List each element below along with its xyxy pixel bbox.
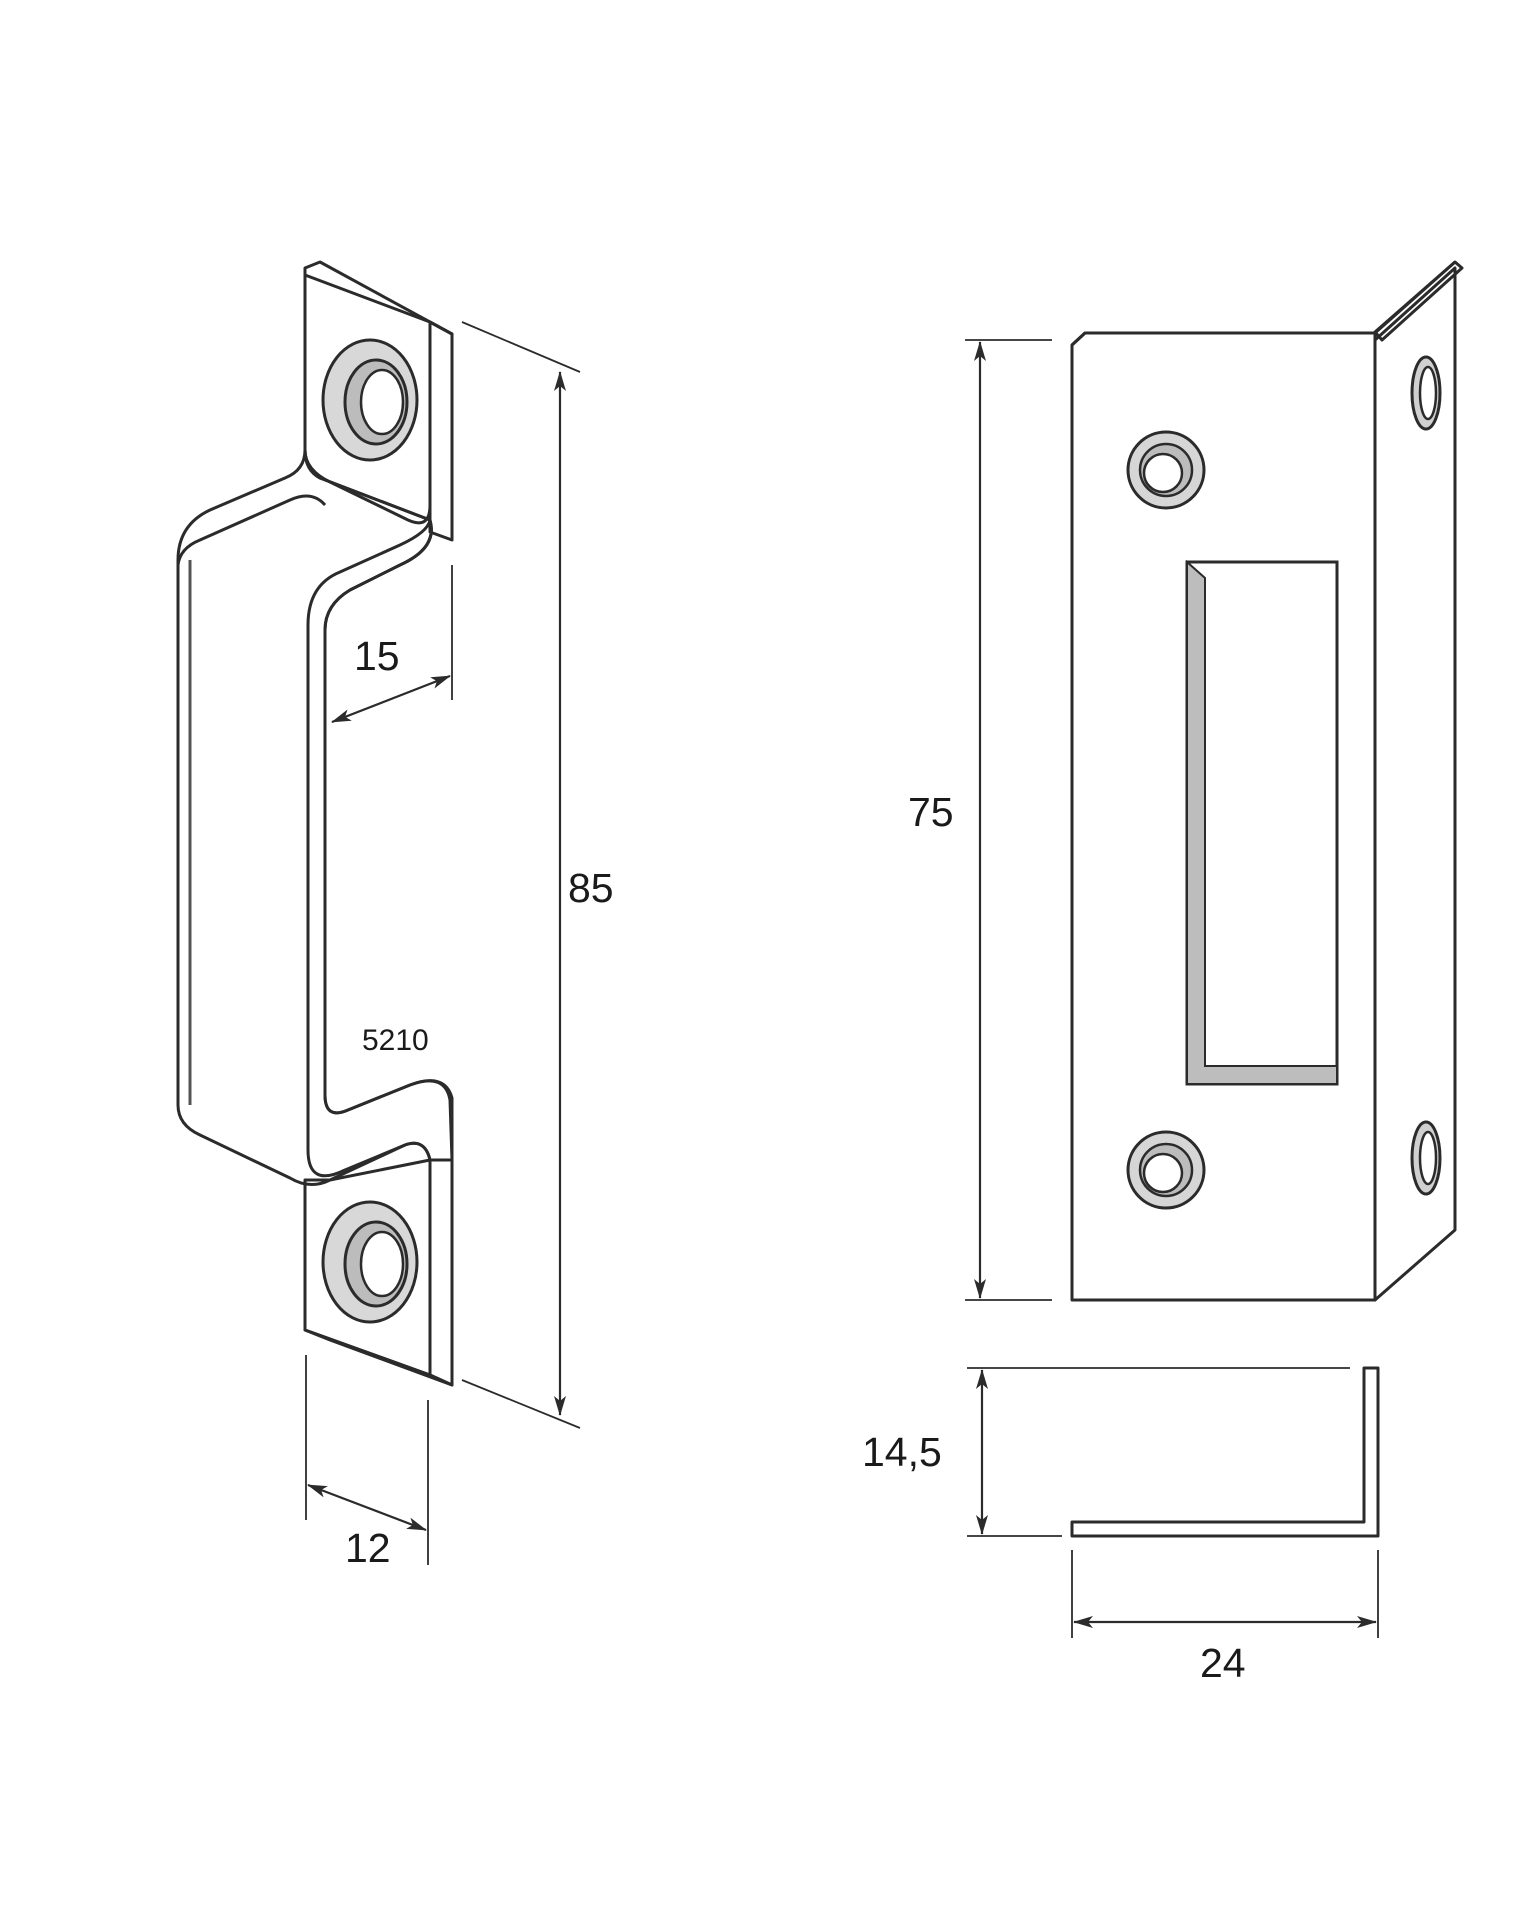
right-width-dimension-label: 24 [1200,1640,1246,1686]
return-dimension-label: 14,5 [862,1429,942,1475]
bottom-flange-side [428,1158,454,1387]
bottom-screw-hole [321,1200,419,1324]
front-bottom-screw-hole [1126,1130,1206,1210]
dimension-12: 12 [305,1355,429,1571]
body-front-face [176,448,454,1186]
top-flange-side [428,320,454,542]
strike-plate-left: 5210 [176,260,454,1387]
latch-opening [1185,559,1339,1086]
dimension-85: 85 [461,321,614,1429]
dimension-14-5: 14,5 [862,1367,1350,1537]
body-side-wall [306,518,454,1178]
strike-plate-right [1070,260,1464,1302]
height-dimension-label: 85 [568,865,614,911]
front-plate-top-edge [1070,260,1456,347]
width-dimension-label: 12 [345,1525,391,1571]
top-screw-hole [321,338,419,462]
side-top-screw-hole [1410,355,1442,431]
angle-cross-section [1070,1366,1380,1538]
dimension-75: 75 [908,339,1052,1301]
side-bottom-screw-hole [1410,1120,1442,1196]
dimension-24: 24 [1071,1550,1379,1686]
dimension-15: 15 [331,565,453,724]
depth-dimension-label: 15 [354,633,400,679]
body-inner-edge [176,494,327,566]
front-top-screw-hole [1126,430,1206,510]
part-number-label: 5210 [362,1024,429,1057]
bottom-flange-bottom [303,1328,454,1387]
right-height-dimension-label: 75 [908,789,954,835]
angle-profile [1070,1366,1380,1538]
